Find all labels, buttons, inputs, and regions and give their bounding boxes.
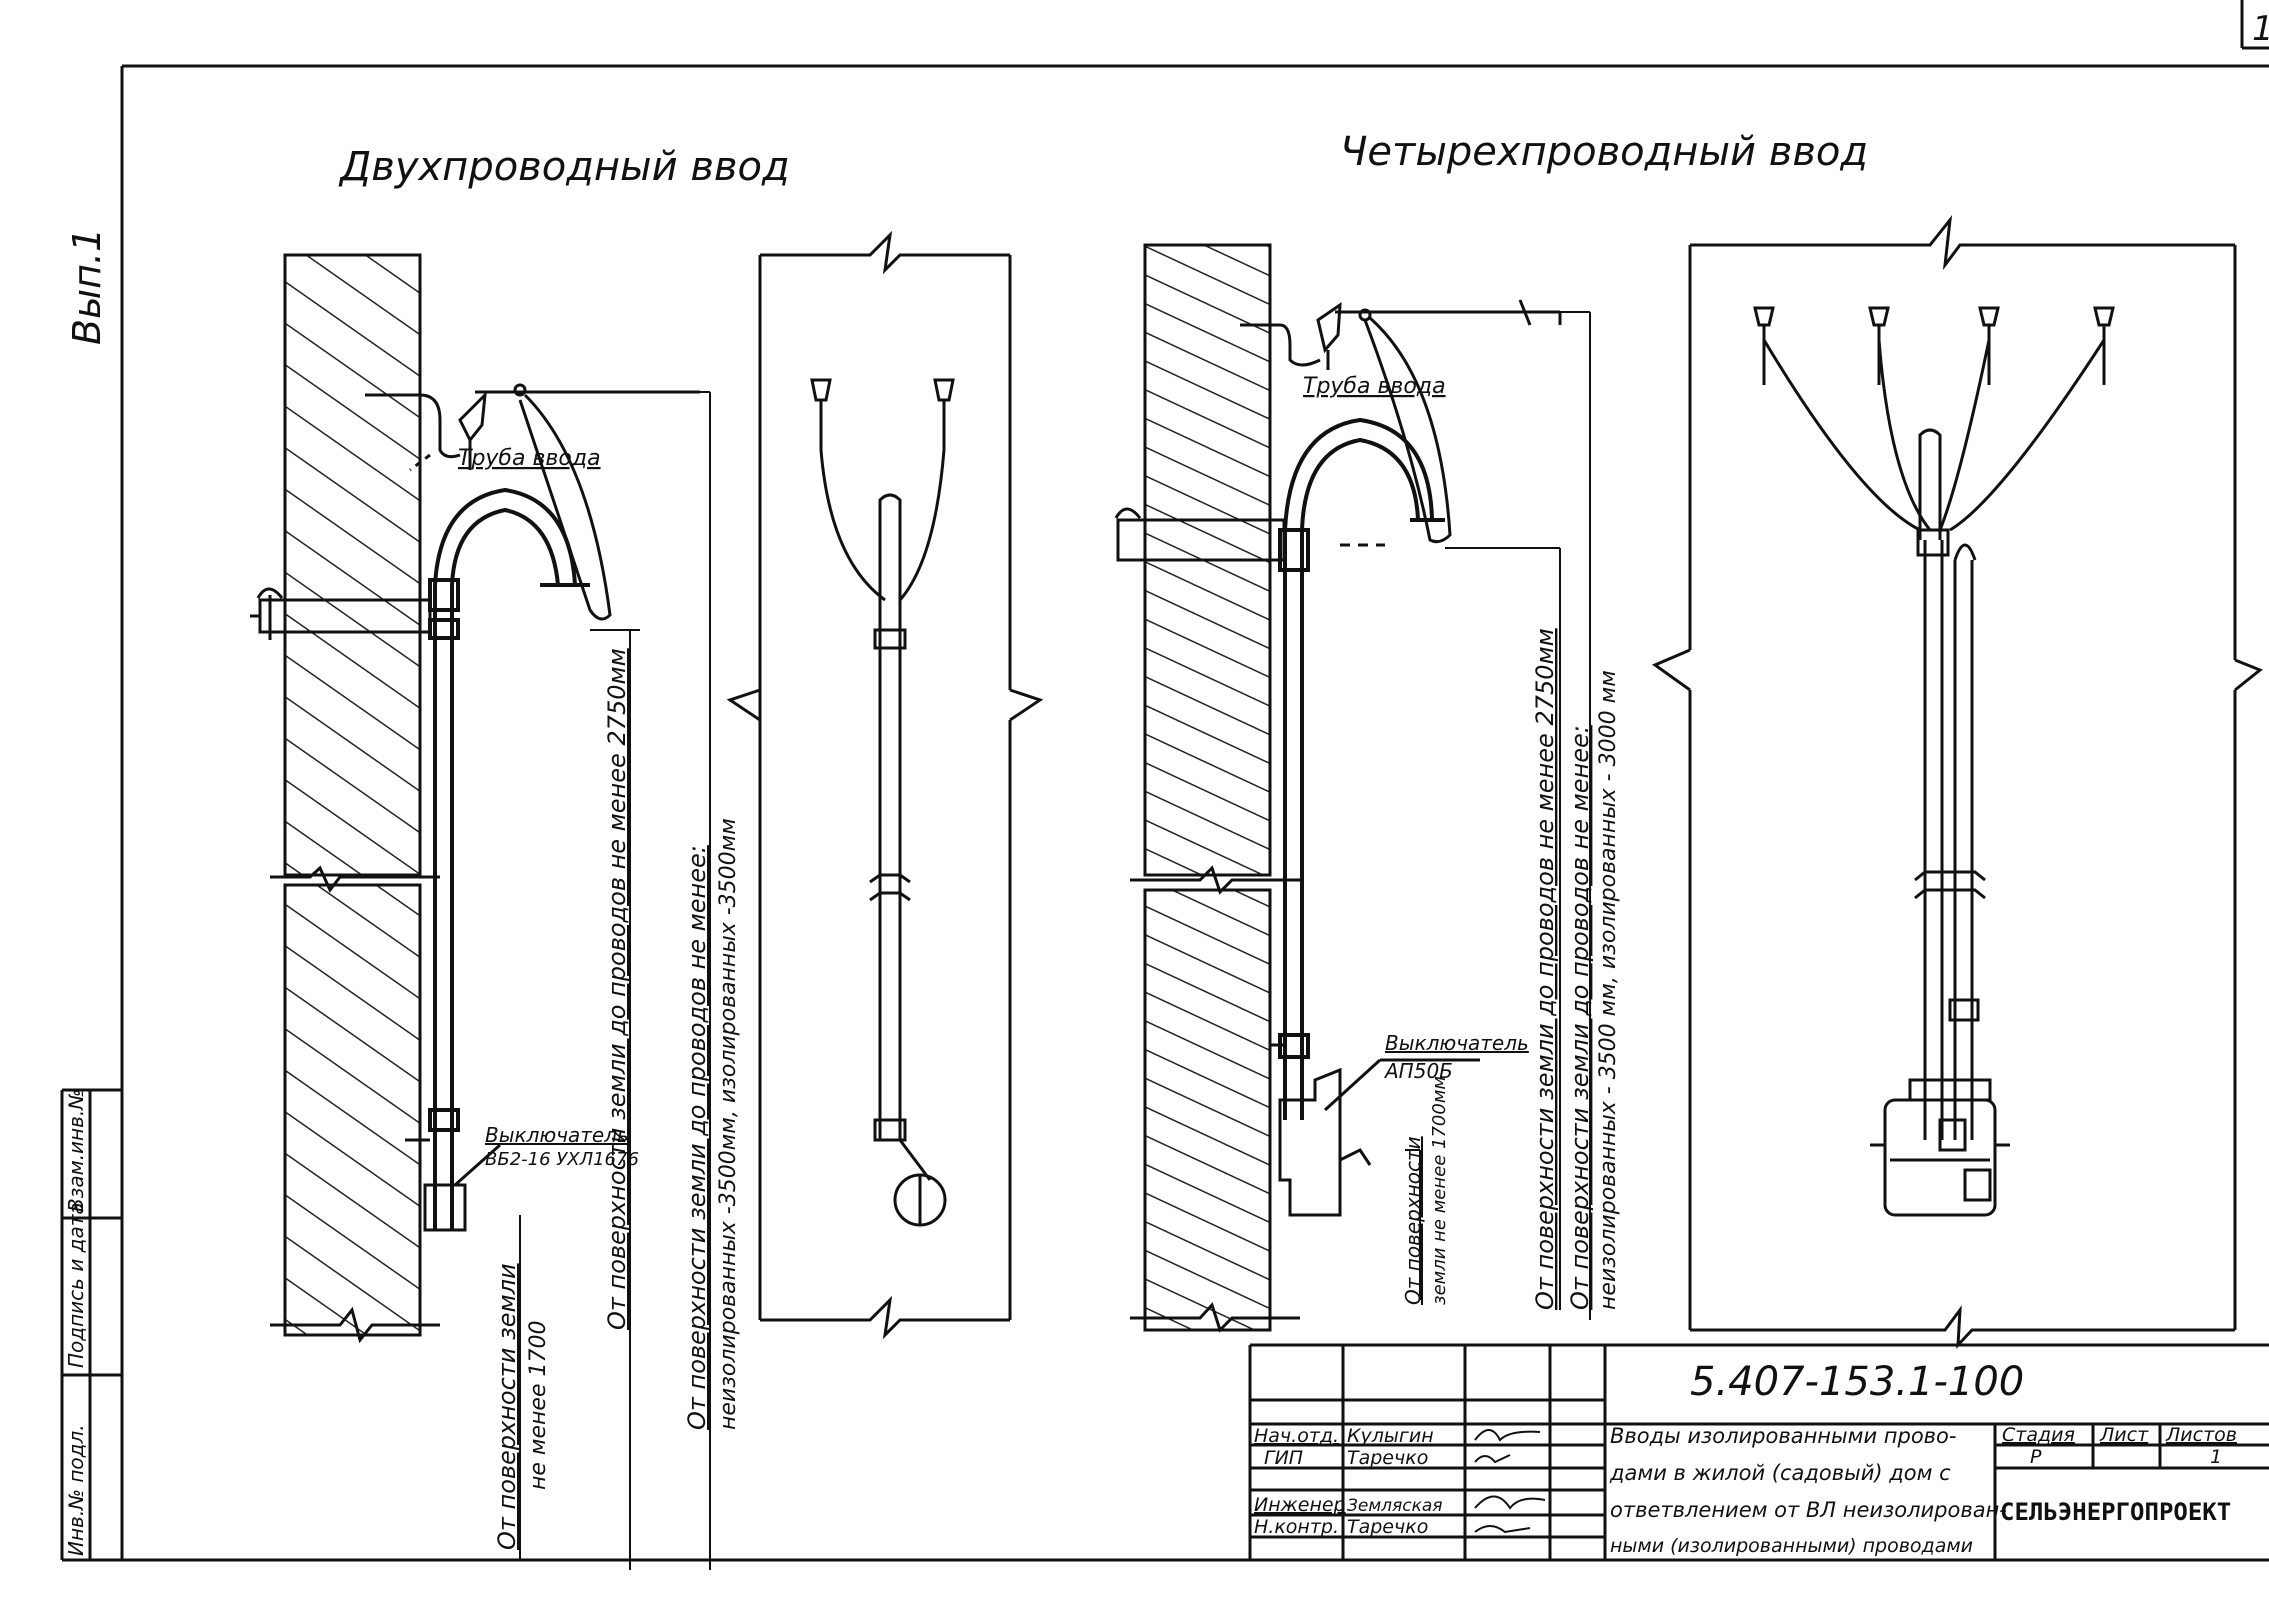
dim-left-3500: От поверхности земли до проводов не мене… [683, 818, 741, 1430]
drawing-frame [62, 0, 2269, 1562]
dim-ground-1700: От поверхности земли не менее 1700 [493, 1263, 551, 1550]
dim-right-3500: От поверхности земли до проводов не мене… [1566, 670, 1621, 1310]
role-3: Н.контр. [1254, 1516, 1339, 1538]
right-front-view [1651, 215, 2263, 1350]
sheet-corner-mark: 1 [2252, 9, 2269, 49]
right-insulator-assembly [1240, 299, 1562, 544]
right-dimension-lines [1405, 311, 1591, 1320]
description-line-1: Вводы изолированными прово- [1610, 1424, 1956, 1448]
sheet-header: Лист [2099, 1424, 2149, 1446]
svg-text:От поверхности: От поверхности [1401, 1136, 1425, 1305]
sheets-header: Листов [2165, 1424, 2237, 1446]
right-riser-pipe [1278, 417, 1445, 1120]
right-switch-box [1270, 1043, 1480, 1217]
right-switch-label: Выключатель [1385, 1031, 1529, 1055]
dim-right-1700: От поверхности земли не менее 1700мм [1401, 1076, 1450, 1305]
name-2: Земляская [1347, 1496, 1443, 1516]
stamp-label-sign-date: Подпись и дата [64, 1202, 88, 1368]
right-wall-bracket [1114, 507, 1385, 562]
right-title: Четырехпроводный ввод [1340, 129, 1868, 175]
left-title: Двухпроводный ввод [338, 144, 790, 190]
left-switch-label: Выключатель [485, 1123, 629, 1147]
sheets-value: 1 [2210, 1446, 2222, 1468]
dim-right-2750: От поверхности земли до проводов не мене… [1531, 628, 1559, 1310]
description-line-4: ными (изолированными) проводами [1610, 1535, 1973, 1557]
name-3: Таречко [1347, 1516, 1428, 1538]
stage-value: Р [2030, 1446, 2042, 1468]
organization-name: СЕЛЬЭНЕРГОПРОЕКТ [2000, 1498, 2231, 1526]
title-block-frame [1248, 1343, 2269, 1560]
role-2: Инженер [1254, 1494, 1346, 1516]
svg-text:От поверхности земли до провод: От поверхности земли до проводов не мене… [1566, 725, 1594, 1310]
svg-text:От поверхности земли до провод: От поверхности земли до проводов не мене… [683, 845, 711, 1430]
description-line-3: ответвлением от ВЛ неизолирован- [1610, 1498, 2007, 1522]
svg-text:неизолированных -3500мм, изоли: неизолированных -3500мм, изолированных -… [716, 818, 741, 1430]
stage-header: Стадия [2002, 1424, 2075, 1446]
side-label: Вып.1 [65, 228, 109, 345]
svg-text:земли не менее 1700мм: земли не менее 1700мм [1429, 1076, 1450, 1305]
left-insulator-assembly [365, 383, 700, 621]
left-dimension-lines [519, 391, 711, 1570]
svg-text:не менее 1700: не менее 1700 [526, 1321, 551, 1490]
role-0: Нач.отд. [1254, 1425, 1339, 1447]
left-switch-model: ВБ2-16 УХЛ1676 [485, 1149, 639, 1170]
left-switch-box [405, 1138, 501, 1232]
role-1: ГИП [1264, 1447, 1303, 1469]
left-pipe-label: Труба ввода [458, 446, 601, 471]
left-wall-bracket [250, 587, 432, 640]
left-wall-upper [270, 253, 440, 1344]
document-code: 5.407-153.1-100 [1690, 1359, 2024, 1405]
left-front-view [726, 230, 1044, 1340]
right-pipe-label: Труба ввода [1303, 374, 1446, 399]
left-stamp-columns [60, 1088, 122, 1560]
description-line-2: дами в жилой (садовый) дом с [1609, 1461, 1951, 1485]
name-0: Кулыгин [1347, 1425, 1434, 1447]
right-wall [1130, 243, 1300, 1333]
svg-text:От поверхности земли: От поверхности земли [493, 1263, 521, 1550]
svg-text:неизолированных - 3500 мм, изо: неизолированных - 3500 мм, изолированных… [1596, 670, 1621, 1310]
signatures [1474, 1429, 1546, 1534]
stamp-label-inv-podl: Инв.№ подл. [64, 1424, 88, 1556]
stamp-label-vzam-inv: Взам.инв.№ [64, 1089, 88, 1212]
dim-left-2750: От поверхности земли до проводов не мене… [603, 648, 631, 1330]
right-switch-model: АП50Б [1383, 1059, 1453, 1083]
left-riser-pipe [428, 487, 590, 1230]
name-1: Таречко [1347, 1447, 1428, 1469]
